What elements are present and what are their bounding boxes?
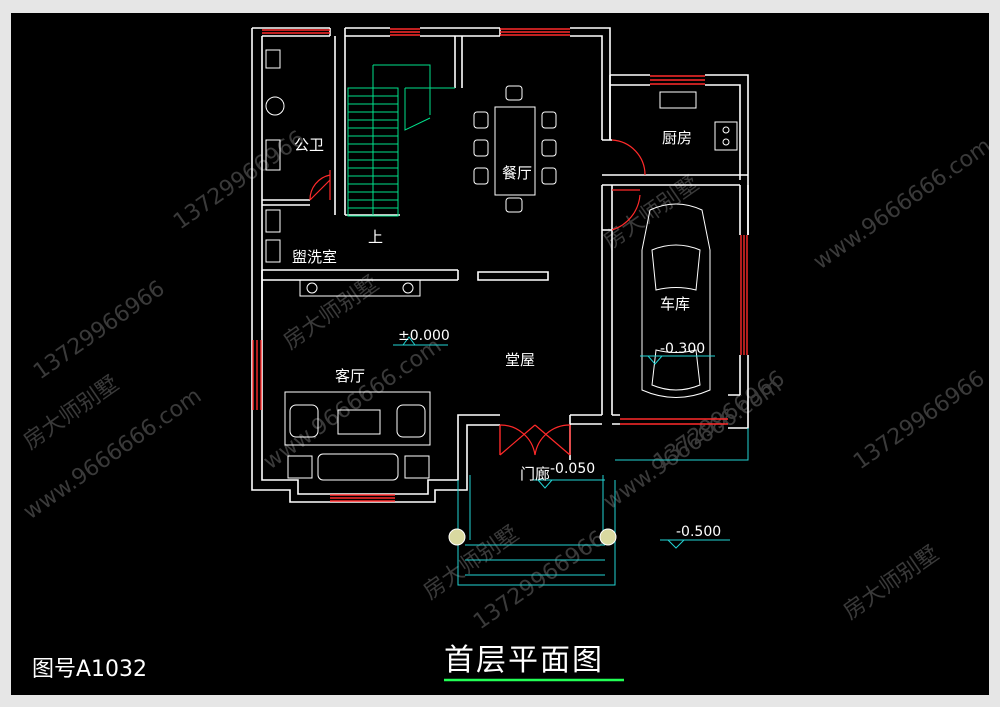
room-label-dining: 餐厅 [502, 164, 532, 182]
level-label-floor: ±0.000 [398, 328, 450, 344]
level-markers [393, 336, 730, 549]
stair-up-label: 上 [368, 228, 383, 246]
watermark-layer: 房大师别墅 房大师别墅 房大师别墅 房大师别墅 房大师别墅 1372996696… [19, 126, 989, 635]
watermark-brand: 房大师别墅 [599, 171, 703, 255]
bath-fixtures [265, 49, 285, 263]
watermark-site: www.9666666.com [809, 133, 989, 274]
dining-table [473, 85, 557, 213]
watermark-site: www.9666666.com [19, 383, 206, 524]
watermark-phone: 13729966966 [169, 126, 309, 235]
car [641, 203, 711, 398]
staircase [347, 64, 455, 217]
level-label-porch: -0.050 [550, 461, 595, 477]
windows [252, 28, 748, 502]
living-furniture [284, 279, 431, 481]
level-label-outdoor: -0.500 [676, 524, 721, 540]
room-label-living: 客厅 [335, 367, 365, 385]
room-label-porch: 门廊 [520, 465, 550, 483]
porch [457, 428, 749, 586]
floor-plan: 房大师别墅 房大师别墅 房大师别墅 房大师别墅 房大师别墅 1372996696… [19, 27, 989, 682]
kitchen-fixtures [659, 91, 738, 151]
level-label-garage: -0.300 [660, 341, 705, 357]
watermark-brand: 房大师别墅 [839, 541, 943, 625]
watermark-phone: 13729966966 [29, 276, 169, 385]
room-label-public-bath: 公卫 [294, 136, 324, 154]
watermark-site: www.9666666.com [599, 373, 786, 514]
doors [309, 139, 646, 456]
drawing-number: 图号A1032 [32, 657, 147, 682]
cad-canvas: 房大师别墅 房大师别墅 房大师别墅 房大师别墅 房大师别墅 1372996696… [11, 13, 989, 695]
drawing-title: 首层平面图 [444, 643, 604, 678]
watermark-brand: 房大师别墅 [279, 271, 383, 355]
room-label-hall: 堂屋 [505, 351, 535, 369]
room-label-laundry: 盥洗室 [292, 248, 337, 266]
room-label-kitchen: 厨房 [662, 129, 692, 147]
watermark-phone: 13729966966 [849, 366, 989, 475]
room-label-garage: 车库 [660, 295, 690, 313]
porch-columns [448, 528, 617, 546]
